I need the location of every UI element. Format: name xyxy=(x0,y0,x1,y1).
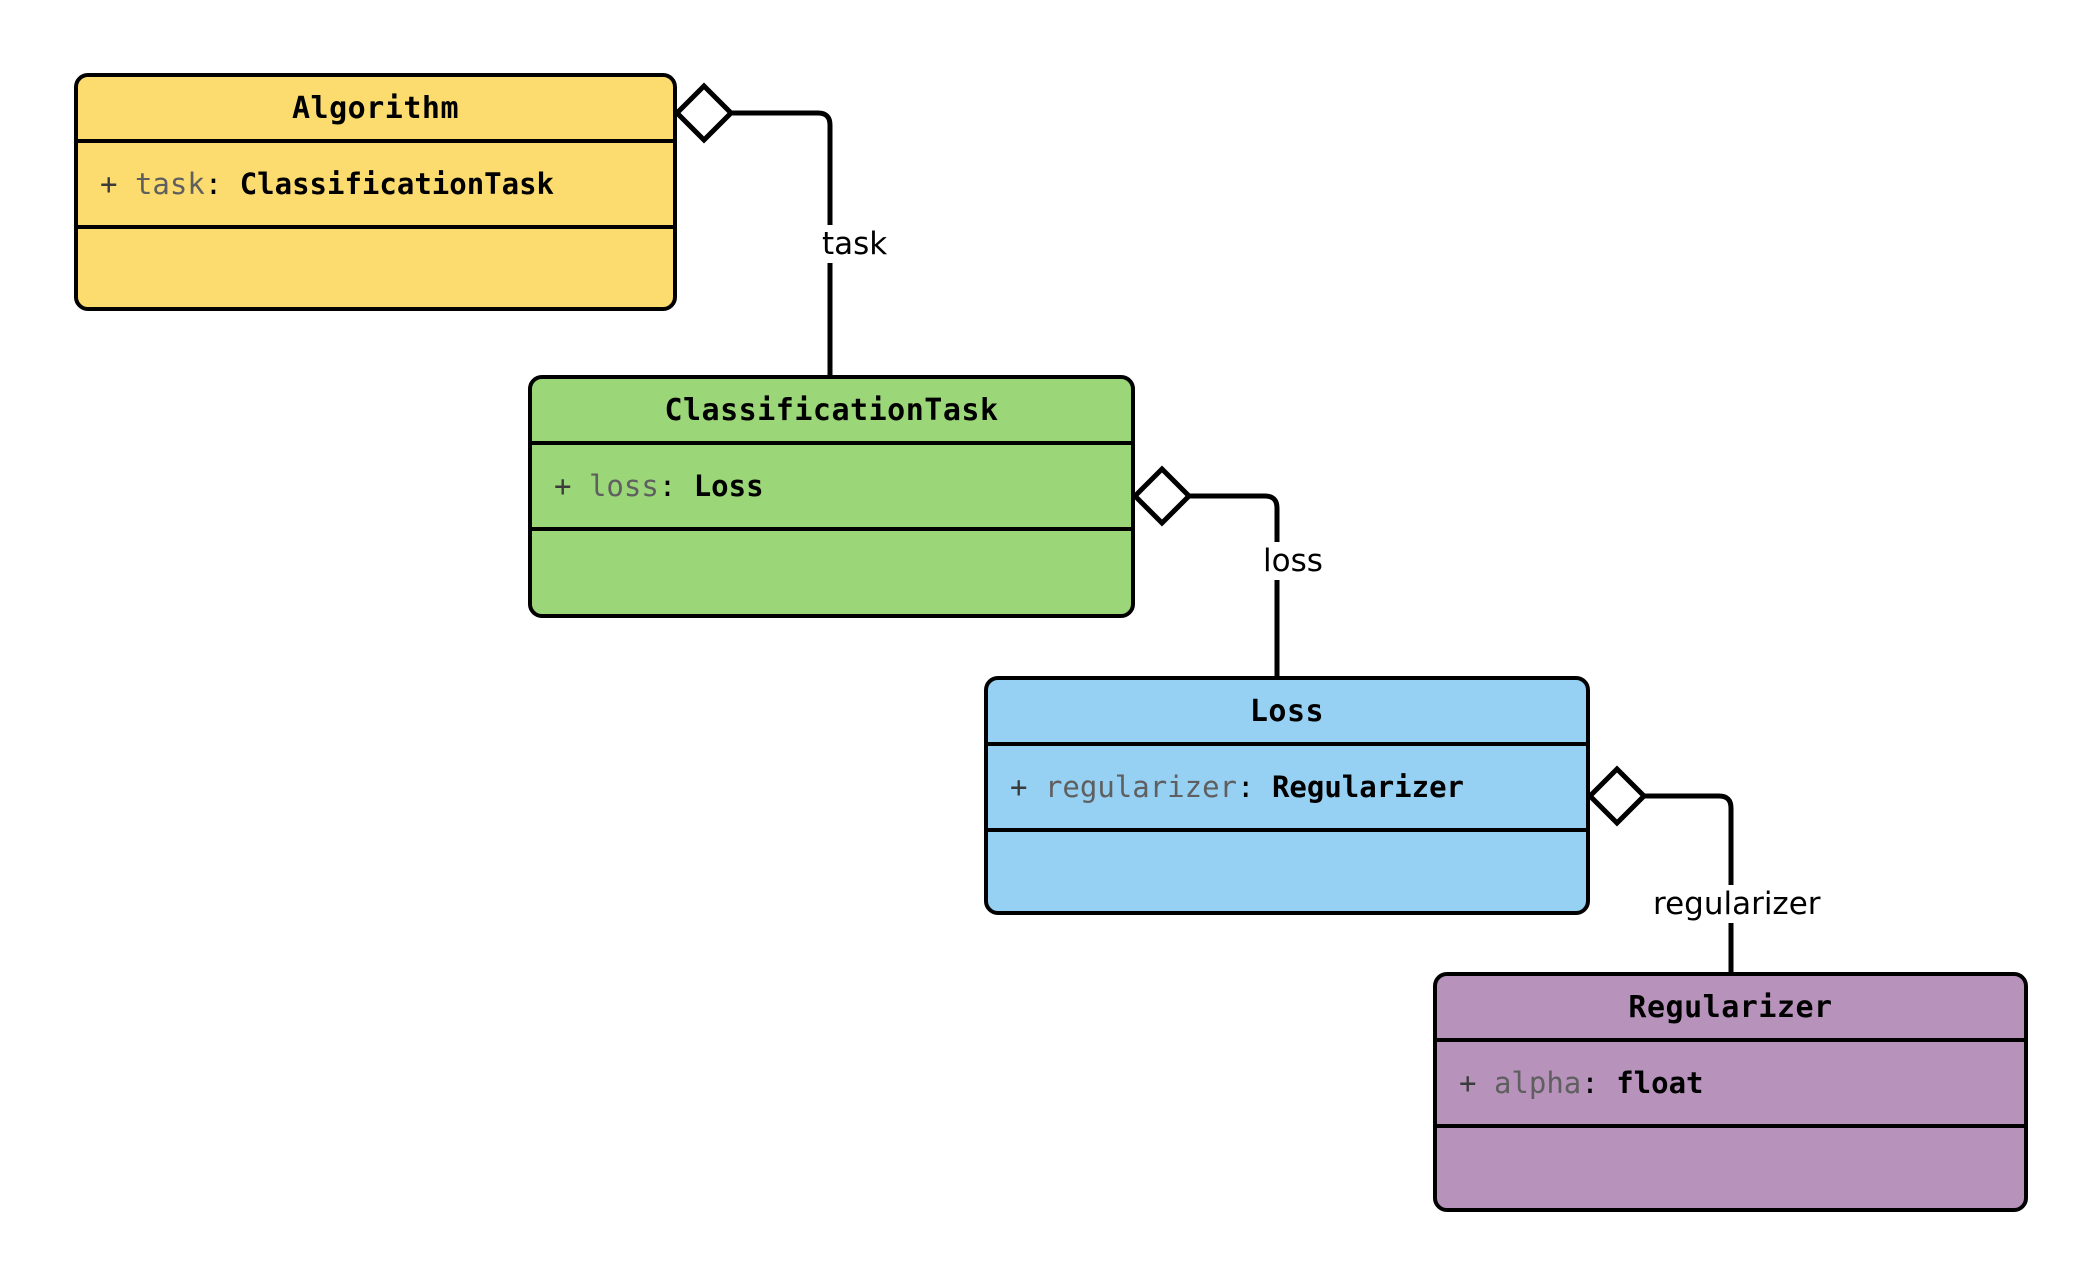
class-attributes-regularizer: + alpha: float xyxy=(1437,1042,2024,1128)
attribute-type: Loss xyxy=(693,469,764,503)
attribute-space xyxy=(117,167,134,201)
attribute-space xyxy=(1027,770,1044,804)
aggregation-diamond-regularizer xyxy=(1586,765,1648,827)
class-methods-loss xyxy=(988,832,1586,911)
aggregation-diamond-task xyxy=(673,82,735,144)
attribute-separator: : xyxy=(1581,1066,1599,1100)
relation-label-regularizer: regularizer xyxy=(1648,885,1826,923)
attribute-type: Regularizer xyxy=(1271,770,1464,804)
class-methods-classification-task xyxy=(532,531,1131,614)
class-title-regularizer: Regularizer xyxy=(1437,976,2024,1042)
attribute-space xyxy=(571,469,588,503)
class-title-loss: Loss xyxy=(988,680,1586,746)
relation-regularizer[interactable] xyxy=(1586,765,1734,972)
class-methods-regularizer xyxy=(1437,1128,2024,1208)
attribute-name: loss xyxy=(588,469,659,503)
uml-class-regularizer[interactable]: Regularizer + alpha: float xyxy=(1433,972,2028,1212)
relation-task-line xyxy=(731,110,833,375)
class-methods-algorithm xyxy=(78,229,673,307)
class-title-classification-task: ClassificationTask xyxy=(532,379,1131,445)
attribute-row: + task: ClassificationTask xyxy=(100,167,673,201)
attribute-name: regularizer xyxy=(1044,770,1237,804)
attribute-type: float xyxy=(1616,1066,1704,1100)
attribute-space xyxy=(222,167,239,201)
uml-class-loss[interactable]: Loss + regularizer: Regularizer xyxy=(984,676,1590,915)
attribute-separator: : xyxy=(204,167,223,201)
attribute-space xyxy=(676,469,693,503)
attribute-visibility: + xyxy=(1459,1066,1477,1100)
attribute-separator: : xyxy=(1237,770,1255,804)
attribute-separator: : xyxy=(658,469,677,503)
attribute-name: alpha xyxy=(1493,1066,1582,1100)
relation-loss[interactable] xyxy=(1131,465,1280,676)
attribute-space xyxy=(1476,1066,1493,1100)
attribute-row: + loss: Loss xyxy=(554,469,1131,503)
attribute-visibility: + xyxy=(100,167,118,201)
relation-task[interactable] xyxy=(673,82,833,375)
relation-loss-line xyxy=(1189,493,1280,676)
attribute-visibility: + xyxy=(554,469,572,503)
attribute-visibility: + xyxy=(1010,770,1028,804)
class-attributes-classification-task: + loss: Loss xyxy=(532,445,1131,531)
attribute-type: ClassificationTask xyxy=(239,167,554,201)
relation-regularizer-line xyxy=(1644,793,1734,972)
class-attributes-algorithm: + task: ClassificationTask xyxy=(78,143,673,229)
relation-label-task: task xyxy=(817,225,893,263)
attribute-row: + regularizer: Regularizer xyxy=(1010,770,1586,804)
relation-label-loss: loss xyxy=(1258,542,1328,580)
attribute-space xyxy=(1254,770,1271,804)
attribute-space xyxy=(1599,1066,1616,1100)
attribute-name: task xyxy=(134,167,205,201)
attribute-row: + alpha: float xyxy=(1459,1066,2024,1100)
class-attributes-loss: + regularizer: Regularizer xyxy=(988,746,1586,832)
uml-class-classification-task[interactable]: ClassificationTask + loss: Loss xyxy=(528,375,1135,618)
class-title-algorithm: Algorithm xyxy=(78,77,673,143)
aggregation-diamond-loss xyxy=(1131,465,1193,527)
uml-class-algorithm[interactable]: Algorithm + task: ClassificationTask xyxy=(74,73,677,311)
